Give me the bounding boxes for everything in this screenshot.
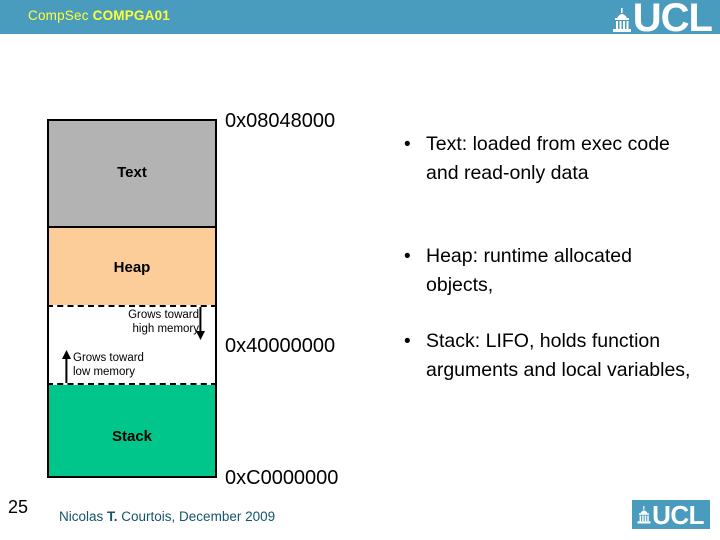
ucl-logo-header: UCL bbox=[611, 0, 713, 40]
list-item-text: Text: loaded from exec code and read-onl… bbox=[426, 133, 670, 184]
footer-credit-part3: Courtois, December 2009 bbox=[121, 509, 276, 524]
bullet-point-icon: • bbox=[404, 246, 411, 267]
ucl-dome-icon bbox=[611, 8, 633, 34]
list-item: • Heap: runtime allocated objects, bbox=[404, 242, 704, 300]
footer-credit: Nicolas T. Courtois, December 2009 bbox=[59, 509, 275, 524]
ucl-logo-text: UCL bbox=[652, 500, 704, 530]
ucl-logo-footer: UCL bbox=[632, 500, 710, 529]
list-item-text: Stack: LIFO, holds function arguments an… bbox=[426, 330, 691, 381]
page-title-code: COMPGA01 bbox=[92, 8, 170, 23]
address-label-heap-stack-boundary: 0x40000000 bbox=[225, 335, 336, 357]
bullet-point-icon: • bbox=[404, 331, 411, 352]
grows-toward-high-memory-label: Grows toward high memory bbox=[128, 309, 199, 335]
arrow-down-icon bbox=[195, 307, 206, 341]
memory-block-heap-label: Heap bbox=[113, 259, 151, 276]
memory-block-stack: Stack bbox=[47, 385, 217, 478]
footer-credit-part1: Nicolas bbox=[59, 509, 108, 524]
ucl-dome-icon bbox=[636, 506, 652, 525]
memory-layout-diagram: Text Heap Stack Grows toward high memory… bbox=[47, 119, 217, 478]
memory-block-text-label: Text bbox=[117, 164, 147, 181]
memory-block-heap: Heap bbox=[47, 227, 217, 305]
header-band bbox=[0, 0, 720, 34]
memory-block-stack-label: Stack bbox=[111, 428, 153, 445]
address-label-text-start: 0x08048000 bbox=[225, 110, 336, 132]
grows-toward-low-memory-label: Grows toward low memory bbox=[73, 352, 144, 378]
page-title: CompSec COMPGA01 bbox=[28, 8, 170, 23]
list-item-text: Heap: runtime allocated objects, bbox=[426, 245, 632, 296]
address-label-stack-end: 0xC0000000 bbox=[225, 467, 339, 489]
slide-number: 25 bbox=[8, 497, 29, 517]
arrow-up-icon bbox=[61, 349, 72, 383]
page-title-course: CompSec bbox=[28, 8, 93, 23]
memory-block-gap bbox=[47, 305, 217, 385]
bullet-point-icon: • bbox=[404, 134, 411, 155]
bullet-list: • Text: loaded from exec code and read-o… bbox=[404, 130, 704, 385]
list-item: • Text: loaded from exec code and read-o… bbox=[404, 130, 704, 188]
footer-credit-part2: T. bbox=[107, 509, 122, 524]
list-item: • Stack: LIFO, holds function arguments … bbox=[404, 327, 704, 385]
memory-block-text: Text bbox=[47, 119, 217, 227]
ucl-logo-text: UCL bbox=[632, 0, 713, 40]
